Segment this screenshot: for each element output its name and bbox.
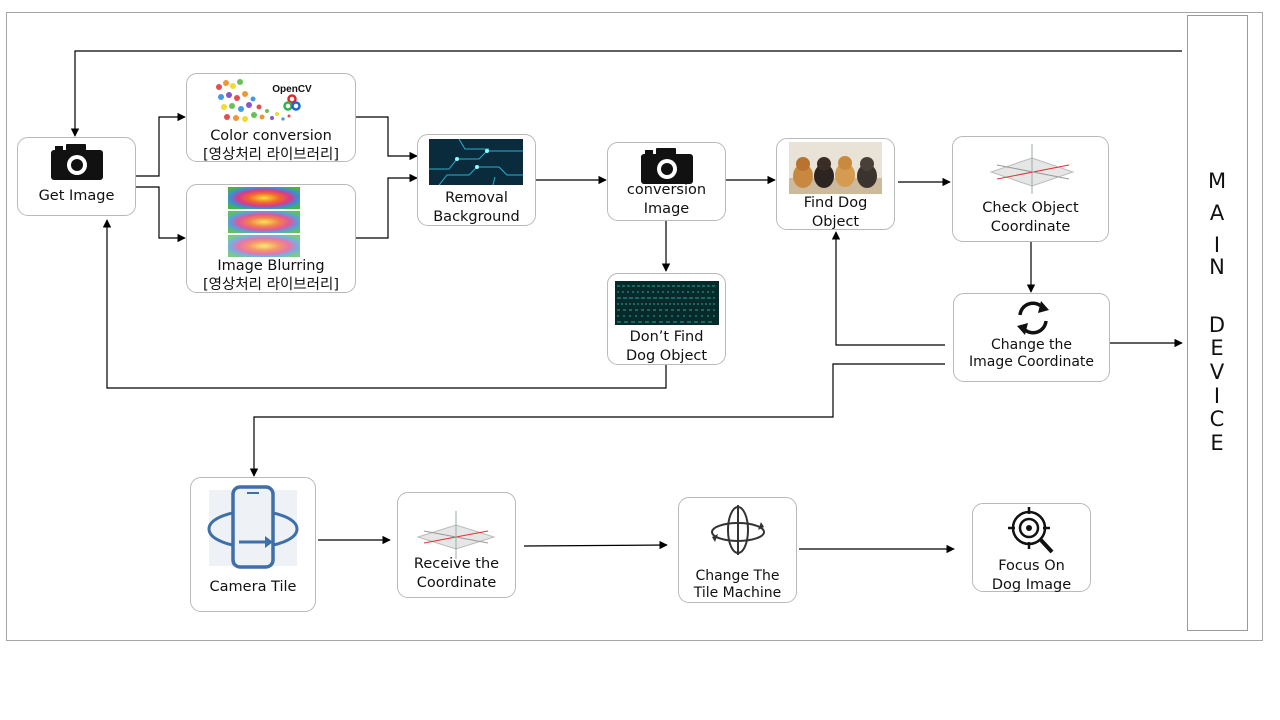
circuit-background-image — [429, 139, 523, 185]
camera-icon — [641, 148, 693, 184]
arrow-blur-to-removal — [356, 173, 418, 239]
phone-rotate-icon — [207, 485, 299, 569]
refresh-icon — [1017, 301, 1049, 335]
main-device-letter: N — [1209, 255, 1226, 279]
node-image-blurring: Image Blurring[영상처리 라이브러리] — [186, 184, 356, 293]
arrow-receive-to-changetile — [523, 540, 668, 550]
main-device-letter: E — [1210, 431, 1225, 455]
main-device-letter: E — [1210, 336, 1225, 360]
main-device-letter: I — [1213, 233, 1222, 257]
opencv-logo-text: OpenCV — [272, 84, 312, 95]
dogs-photo — [789, 142, 882, 194]
node-camera-tile: Camera Tile — [190, 477, 316, 612]
diagram-frame — [6, 12, 1263, 641]
node-label: Image Blurring[영상처리 라이브러리] — [203, 258, 339, 293]
node-color-conversion: OpenCV Color conversion[영상처리 라이브러리] — [186, 73, 356, 163]
node-label: Color conversion[영상처리 라이브러리] — [203, 128, 339, 163]
main-device-panel: M A I N D E V I C E — [1187, 15, 1248, 631]
axes-3d-icon — [989, 144, 1075, 194]
main-device-letter: D — [1208, 313, 1227, 337]
arrow-change-to-finddog — [831, 231, 945, 346]
arrow-dontfind-to-get — [102, 219, 667, 389]
camera-icon — [51, 144, 103, 180]
main-device-letter: A — [1209, 201, 1226, 225]
arrow-change-to-cameratile — [249, 363, 945, 477]
main-device-letter: C — [1209, 407, 1226, 431]
arrow-main-to-get-image — [70, 50, 1182, 137]
arrow-get-to-color — [134, 112, 186, 177]
target-search-icon — [1008, 507, 1054, 554]
rotation-axes-icon — [711, 505, 765, 555]
opencv-palette-icon: OpenCV — [216, 79, 312, 122]
axes-3d-icon — [416, 511, 496, 559]
node-label: Camera Tile — [209, 579, 297, 595]
node-get-image: Get Image — [17, 137, 136, 216]
main-device-letter: I — [1213, 384, 1222, 408]
node-label: Get Image — [38, 188, 115, 204]
blur-spiral-image — [228, 187, 300, 257]
arrow-color-to-removal — [356, 116, 418, 161]
main-device-letter: V — [1209, 360, 1226, 384]
arrow-get-to-blur — [134, 186, 186, 243]
main-device-letter: M — [1207, 169, 1228, 193]
code-matrix-image — [615, 281, 719, 325]
